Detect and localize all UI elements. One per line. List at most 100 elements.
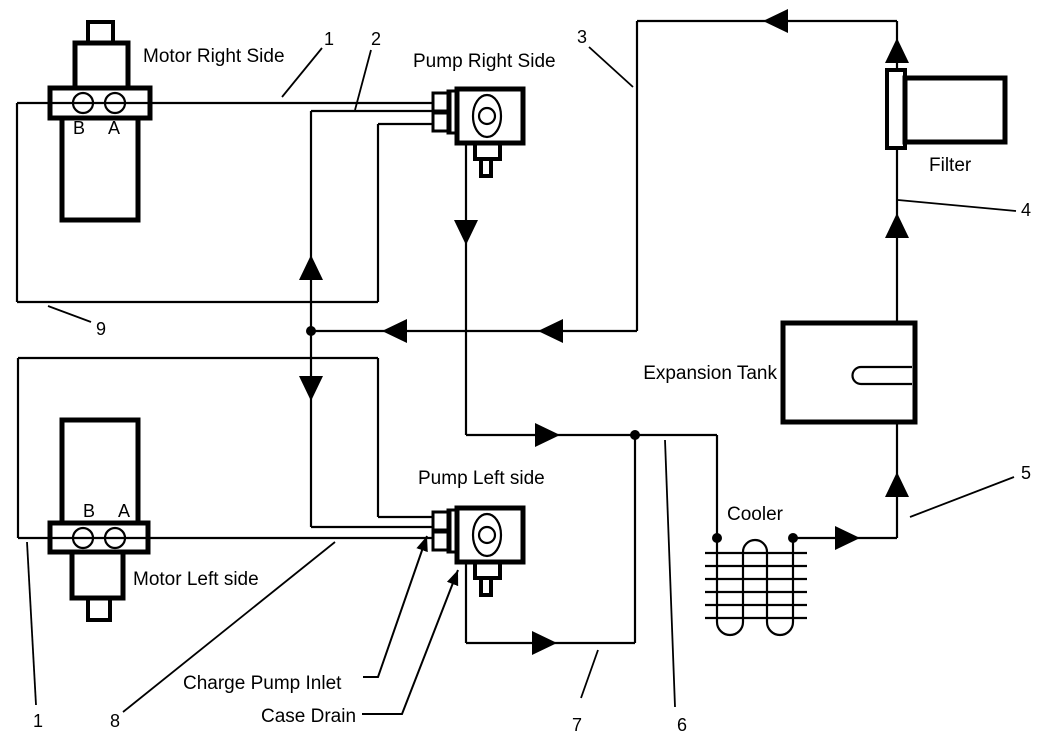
motor-left-shape	[71, 526, 95, 550]
callout-7-number: 7	[572, 715, 582, 735]
pump-right-label: Pump Right Side	[413, 51, 556, 72]
pump-right-shape	[431, 111, 452, 133]
motor-right-shape	[86, 20, 115, 45]
motor-right-shape	[59, 115, 141, 223]
pump-left-shape	[477, 525, 497, 545]
flow-arrow-up	[885, 38, 909, 63]
flow-arrow-left	[763, 9, 788, 33]
callout-4-leader	[897, 199, 1017, 212]
motor-right-label: Motor Right Side	[143, 46, 285, 67]
motor-left-label: Motor Left side	[133, 569, 259, 590]
callout-3-number: 3	[577, 27, 587, 47]
callout-5-number: 5	[1021, 463, 1031, 483]
pump-left-shape	[471, 512, 503, 558]
callout-2: 2	[354, 29, 381, 111]
callout-5: 5	[909, 463, 1031, 518]
filter-shape	[885, 68, 907, 150]
callout-8-number: 8	[110, 711, 120, 731]
callout-8-leader	[122, 541, 336, 713]
callout-6: 6	[664, 439, 687, 735]
motor-right-shape	[103, 91, 127, 115]
callout-1-bottom-number: 1	[33, 711, 43, 731]
motor-left	[47, 417, 151, 622]
callout-1-top-number: 1	[324, 29, 334, 49]
charge-pump-inlet-arrow	[363, 535, 428, 678]
charge-pump-inlet-label: Charge Pump Inlet	[183, 673, 342, 694]
expansion-tank-shape	[851, 365, 912, 386]
motor-left-port-a-label: A	[118, 501, 130, 521]
filter	[885, 68, 1008, 150]
callout-7-leader	[580, 649, 599, 699]
pump-right-shape	[477, 106, 497, 126]
callout-1-top-leader	[281, 47, 323, 98]
callout-3-leader	[588, 46, 634, 88]
pump-right-shape	[471, 93, 503, 139]
junction-dot	[712, 533, 722, 543]
motor-left-shape	[86, 596, 112, 622]
pump-left-shape	[431, 510, 452, 532]
flow-arrow-down	[299, 376, 323, 401]
motor-right-shape	[71, 91, 95, 115]
diagram-labels: Motor Right Side Pump Right SideFilterExp…	[73, 46, 972, 727]
callout-5-leader	[909, 476, 1015, 518]
cooler-label: Cooler	[727, 504, 784, 525]
filter-shape	[902, 75, 1008, 145]
pump-right-shape	[479, 157, 493, 178]
callout-7: 7	[572, 649, 599, 735]
callout-2-number: 2	[371, 29, 381, 49]
flow-arrow-down	[454, 220, 478, 245]
callout-1-top: 1	[281, 29, 334, 98]
callout-2-leader	[354, 49, 372, 111]
flow-arrow-up	[885, 472, 909, 497]
cooler	[705, 538, 807, 637]
flow-arrow-right	[532, 631, 557, 655]
pump-right-shape	[454, 86, 526, 146]
case-drain-arrow	[362, 569, 459, 715]
motor-left-shape	[69, 549, 126, 601]
callout-9-leader	[47, 305, 92, 323]
junction-dot	[630, 430, 640, 440]
junction-dot	[788, 533, 798, 543]
expansion-tank-shape	[780, 320, 918, 425]
cooler-shape	[715, 538, 795, 637]
case-drain-label: Case Drain	[261, 706, 356, 727]
junction-dot	[306, 326, 316, 336]
flow-arrow-up	[885, 213, 909, 238]
motor-right-port-b-label: B	[73, 118, 85, 138]
pump-left-shape	[479, 576, 493, 597]
callouts: 1 2 3 4 5 6 7 8 9 1	[26, 27, 1031, 735]
motor-right-port-a-label: A	[108, 118, 120, 138]
flow-arrow-left	[382, 319, 407, 343]
pump-left-label: Pump Left side	[418, 468, 545, 489]
pump-left-shape	[431, 530, 452, 552]
flow-arrow-right	[835, 526, 860, 550]
pump-left	[431, 505, 526, 597]
motor-left-shape	[103, 526, 127, 550]
pump-left-shape	[454, 505, 526, 565]
flow-arrow-right	[535, 423, 560, 447]
callout-3: 3	[577, 27, 634, 88]
callout-6-number: 6	[677, 715, 687, 735]
flow-arrow-up	[299, 255, 323, 280]
motor-right	[47, 20, 153, 223]
label-arrows	[362, 535, 459, 715]
callout-1-bottom-leader	[26, 541, 37, 706]
pump-right	[431, 86, 526, 178]
motor-right-shape	[72, 40, 131, 91]
callout-9-number: 9	[96, 319, 106, 339]
expansion-tank	[780, 320, 918, 425]
callout-9: 9	[47, 305, 106, 339]
expansion-tank-label: Expansion Tank	[643, 363, 777, 384]
flow-arrow-left	[538, 319, 563, 343]
pump-right-shape	[431, 91, 452, 113]
callout-8: 8	[110, 541, 336, 731]
filter-label: Filter	[929, 155, 972, 176]
junction-dots	[306, 326, 798, 543]
callout-4: 4	[897, 199, 1031, 220]
motor-left-port-b-label: B	[83, 501, 95, 521]
callout-1-bottom: 1	[26, 541, 43, 731]
flow-arrows	[299, 9, 909, 655]
callout-6-leader	[664, 439, 676, 708]
